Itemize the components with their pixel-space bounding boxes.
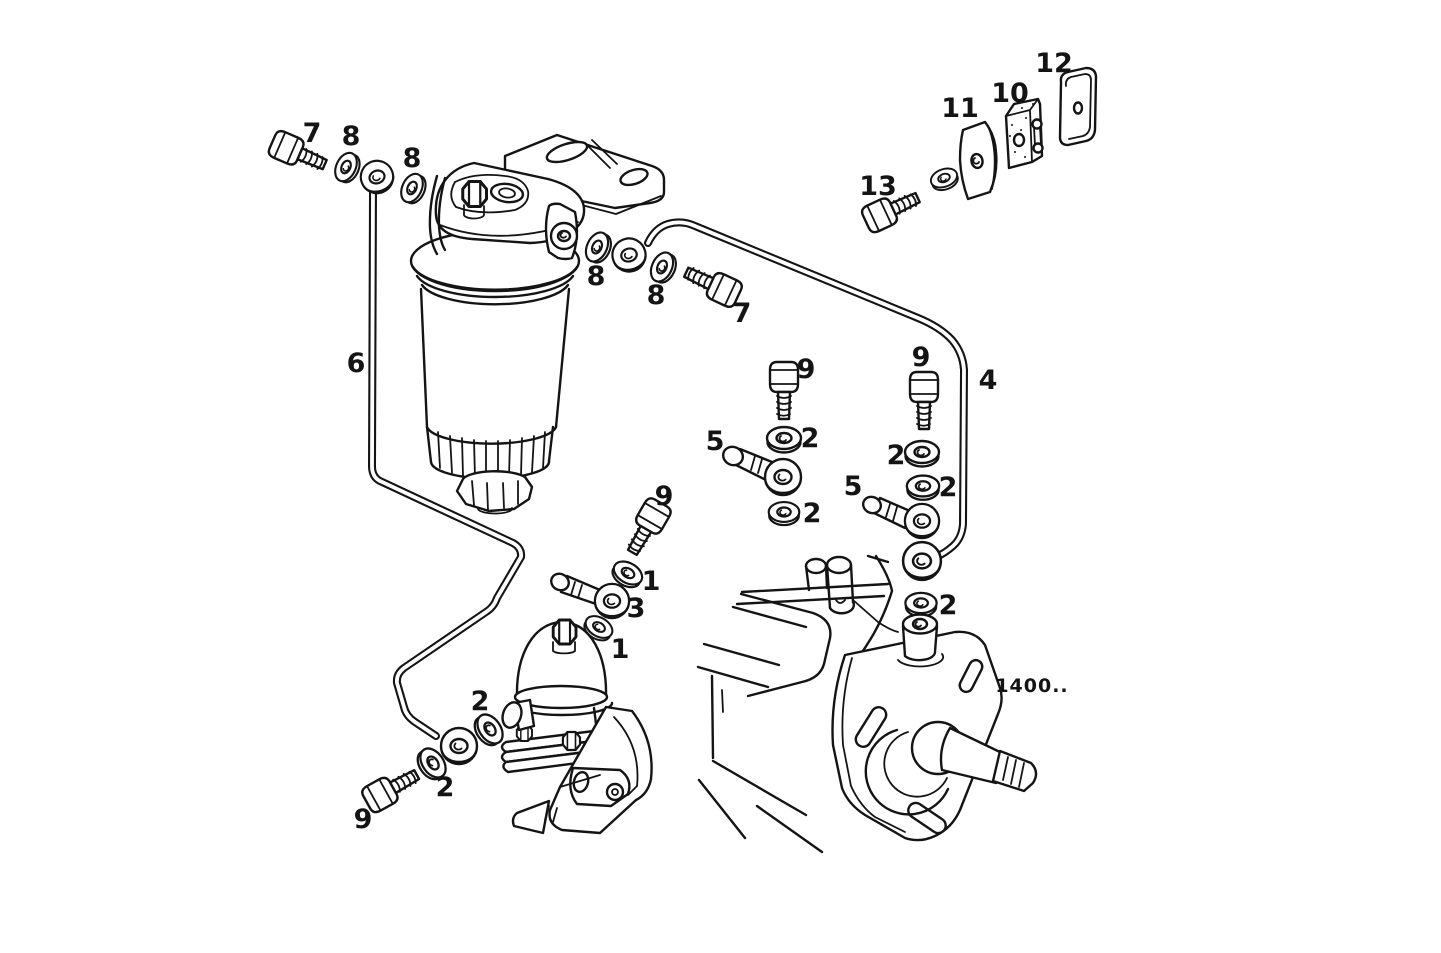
- callout-2: 2: [939, 472, 958, 503]
- callout-9: 9: [912, 342, 931, 373]
- washer-8: [395, 169, 431, 209]
- callout-12: 12: [1035, 48, 1073, 79]
- clamp-plate-11: [958, 120, 998, 201]
- banjo-union-pipe6-end: [439, 726, 479, 766]
- callout-6: 6: [347, 348, 366, 379]
- callout-13: 13: [859, 171, 897, 202]
- banjo-bolt-9: [908, 370, 940, 431]
- clamp-block-10: [1004, 97, 1044, 170]
- callout-1: 1: [642, 566, 661, 597]
- washer-13: [927, 164, 962, 195]
- filter-lug-right: [544, 202, 579, 261]
- banjo-union-5: [861, 495, 941, 540]
- banjo-union-pipe4-start: [607, 233, 651, 277]
- callout-5: 5: [844, 471, 863, 502]
- callout-4: 4: [979, 365, 998, 396]
- pump-left-stack: [358, 708, 509, 816]
- washer-2: [767, 501, 801, 527]
- filter-strap-left: [428, 174, 439, 256]
- callout-2: 2: [887, 440, 906, 471]
- fuel-pipe-6: [368, 189, 526, 740]
- callout-2: 2: [801, 423, 820, 454]
- callout-2: 2: [436, 772, 455, 803]
- flange-slot: [854, 706, 888, 748]
- callout-9: 9: [354, 804, 373, 835]
- callout-8: 8: [587, 261, 606, 292]
- filter-mounting-bracket: [503, 133, 666, 215]
- pump-inlet-port: [501, 698, 536, 732]
- washer-2: [904, 591, 938, 618]
- flange-slot: [907, 801, 947, 835]
- washer-2: [905, 474, 941, 501]
- pump-shaft: [864, 720, 1038, 816]
- filter-head-port: [489, 182, 525, 204]
- banjo-union-pipe6-top: [355, 155, 399, 199]
- pump-top-stack: [550, 494, 675, 646]
- callout-7: 7: [733, 298, 752, 329]
- callout-2: 2: [939, 590, 958, 621]
- filter-bottom-cap: [455, 470, 534, 515]
- flange-slot: [958, 658, 984, 694]
- clamp-group: [858, 66, 1098, 236]
- dome-bolt: [551, 618, 578, 646]
- banjo-stack-right: [861, 370, 943, 618]
- injection-pump: [831, 613, 1038, 842]
- banjo-stack-left: [721, 360, 803, 527]
- callout-9: 9: [655, 481, 674, 512]
- callout-1400: 1400..: [995, 675, 1068, 697]
- callout-10: 10: [991, 78, 1029, 109]
- banjo-union-5: [721, 445, 803, 497]
- callout-2: 2: [471, 686, 490, 717]
- callout-8: 8: [403, 143, 422, 174]
- callout-2: 2: [803, 498, 822, 529]
- fuel-filter-assembly: [409, 133, 666, 515]
- fuel-lift-pump: [500, 618, 653, 835]
- callout-3: 3: [627, 593, 646, 624]
- washer-8: [329, 148, 365, 188]
- fuel-pipe-4: [644, 218, 968, 560]
- banjo-bolt-9: [768, 360, 800, 421]
- clamp-plate-12: [1058, 66, 1098, 147]
- banjo-union-3: [550, 572, 631, 620]
- filter-body: [419, 287, 429, 429]
- filter-head-bolt: [461, 180, 488, 208]
- banjo-union-pipe4-end: [901, 540, 943, 582]
- washer-2: [903, 439, 941, 468]
- callout-8: 8: [647, 280, 666, 311]
- washer-2: [765, 425, 803, 454]
- callout-9: 9: [797, 354, 816, 385]
- callout-5: 5: [706, 426, 725, 457]
- pump-inlet-fitting: [897, 613, 945, 668]
- callout-7: 7: [303, 118, 322, 149]
- callout-11: 11: [941, 93, 979, 124]
- pump-bracket: [511, 705, 653, 835]
- callout-1: 1: [611, 634, 630, 665]
- callout-labels: 7 8 8 6 8 8 7 13 11 10 12 9 2 5 2 9 2 2 …: [303, 48, 1073, 835]
- callout-8: 8: [342, 121, 361, 152]
- block-studs: [804, 555, 899, 633]
